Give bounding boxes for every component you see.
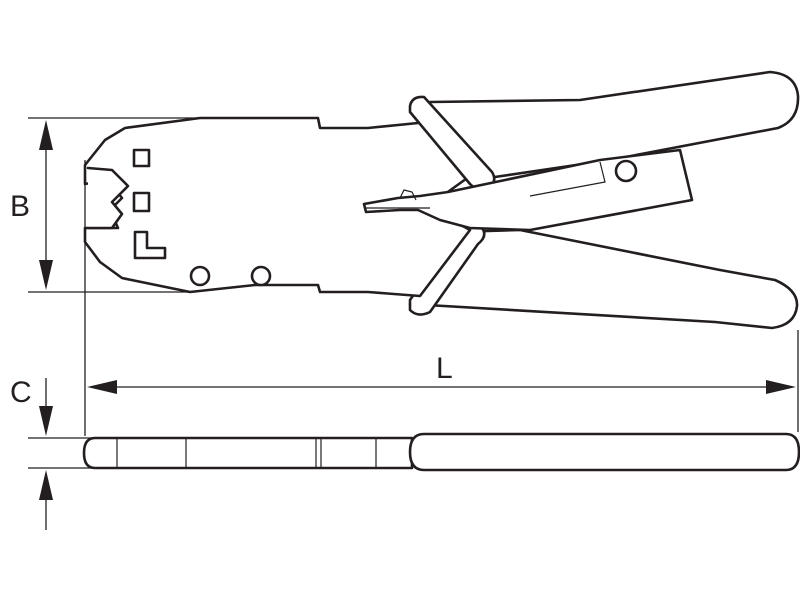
dimension-c: C [10,376,95,530]
dimension-c-arrow-top [39,406,53,436]
top-view [82,432,800,472]
die-slot-small-middle [132,191,151,213]
dimension-l: L [84,160,799,436]
dimension-b-label: B [10,190,30,223]
dimension-c-arrow-bottom [39,470,53,500]
dimension-l-arrow-right [766,380,796,394]
lower-handle [408,228,799,330]
top-view-head [82,436,414,470]
lever-pin [614,159,638,183]
pivot-pin-right [250,265,272,287]
dimension-l-label: L [436,352,453,385]
stripper-blade [366,189,430,209]
dimension-b: B [10,117,200,293]
lever-inner-line [529,161,606,197]
die-slot-angle [133,230,167,260]
locking-lever [362,148,694,232]
side-view [83,70,800,330]
dimension-c-label: C [10,376,32,409]
top-view-handle [408,432,800,472]
dimension-b-arrow-bottom [39,260,53,290]
upper-handle [428,70,800,180]
dimension-l-arrow-left [87,380,117,394]
die-slot-small-top [132,148,151,168]
dimension-b-arrow-top [39,120,53,150]
pivot-pin-left [189,265,211,287]
jaw-teeth [86,166,130,230]
